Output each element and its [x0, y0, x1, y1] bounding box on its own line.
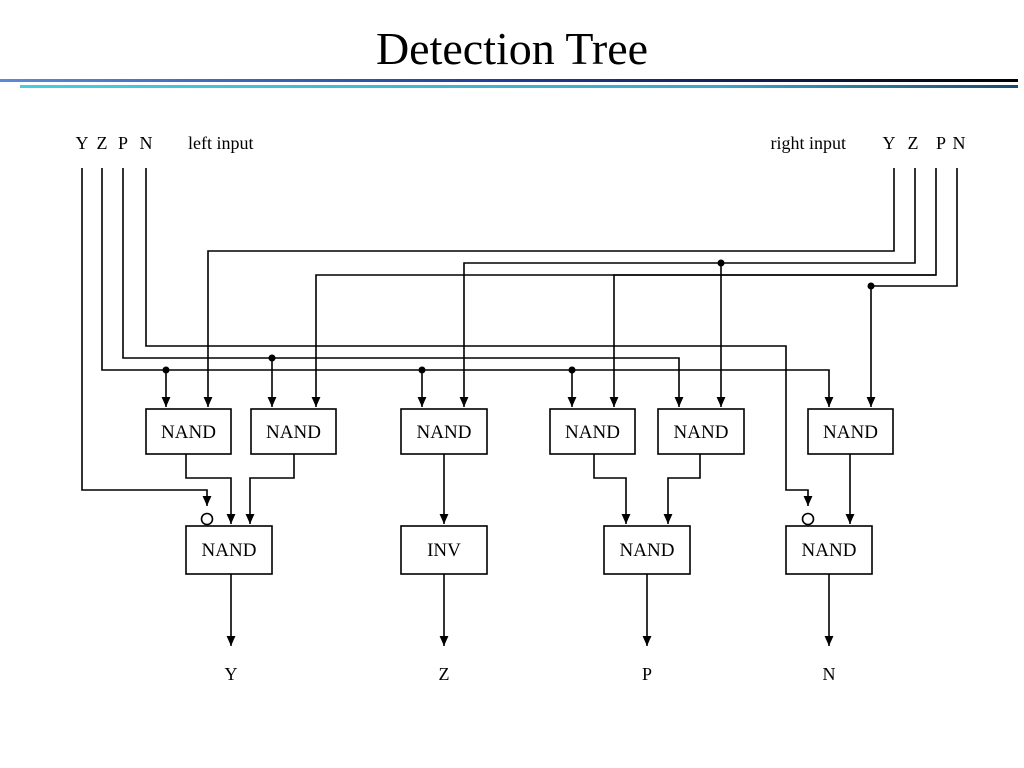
right-n-wire [866, 168, 958, 407]
gate-label: INV [427, 540, 461, 561]
left-input-labels: Y Z P N left input [76, 133, 254, 153]
left-z-wire [101, 168, 834, 407]
left-n-wire [145, 168, 813, 506]
stage1-nand-gate-4: NAND [549, 408, 636, 455]
right-p-wire [609, 168, 937, 407]
right-input-labels: right input Y Z P N [771, 133, 966, 153]
gate-label: NAND [802, 540, 857, 561]
stage1-nand-gate-6: NAND [807, 408, 894, 455]
gate-label: NAND [620, 540, 675, 561]
junction-dot [867, 282, 875, 290]
stage1-to-stage2-wires [185, 454, 855, 524]
stage2-nand-gate-y: NAND [185, 525, 273, 575]
right-input-y-label: Y [883, 133, 896, 153]
right-input-wires [203, 168, 958, 407]
junction-dot [268, 354, 276, 362]
stage1-nand-gate-5: NAND [657, 408, 745, 455]
gate-label: NAND [565, 422, 620, 443]
title-rule-light [20, 85, 1018, 88]
junction-dot [717, 259, 725, 267]
right-input-n-label: N [953, 133, 966, 153]
right-y-wire [203, 168, 895, 407]
left-input-z-label: Z [97, 133, 108, 153]
right-input-z-label: Z [908, 133, 919, 153]
output-wires [226, 574, 834, 646]
left-input-p-label: P [118, 133, 128, 153]
nand4-to-out-p [593, 454, 631, 524]
inversion-bubble [801, 512, 815, 526]
junction-dot [568, 366, 576, 374]
left-input-y-label: Y [76, 133, 89, 153]
page-title: Detection Tree [375, 23, 649, 74]
left-input-n-label: N [140, 133, 153, 153]
output-p-label: P [642, 664, 652, 684]
stage2-gates: NAND INV NAND NAND [185, 525, 873, 575]
gate-label: NAND [266, 422, 321, 443]
gate-label: NAND [202, 540, 257, 561]
stage1-gates: NAND NAND NAND NAND NAND NAND [145, 408, 894, 455]
right-input-p-label: P [936, 133, 946, 153]
junction-dot [418, 366, 426, 374]
gate-label: NAND [674, 422, 729, 443]
junction-dot [162, 366, 170, 374]
nand1-to-out-y [185, 454, 236, 524]
inversion-bubble [200, 512, 214, 526]
output-z-label: Z [439, 664, 450, 684]
left-input-label: left input [188, 133, 254, 153]
right-p-branch-wire [311, 274, 936, 407]
title-rule-dark [0, 79, 1018, 82]
stage1-nand-gate-1: NAND [145, 408, 232, 455]
junction-dots [162, 259, 875, 374]
left-y-wire [81, 168, 212, 506]
stage2-inv-gate-z: INV [400, 525, 488, 575]
stage2-nand-gate-n: NAND [785, 525, 873, 575]
gate-label: NAND [417, 422, 472, 443]
left-input-wires [81, 168, 834, 506]
output-y-label: Y [225, 664, 238, 684]
stage2-nand-gate-p: NAND [603, 525, 691, 575]
nand5-to-out-p [663, 454, 701, 524]
gate-label: NAND [823, 422, 878, 443]
gate-label: NAND [161, 422, 216, 443]
right-z-wire [459, 168, 916, 407]
stage1-nand-gate-3: NAND [400, 408, 488, 455]
output-n-label: N [823, 664, 836, 684]
stage1-nand-gate-2: NAND [250, 408, 337, 455]
output-labels: Y Z P N [225, 664, 836, 684]
title-underline [0, 79, 1018, 88]
branch-wires [161, 263, 726, 407]
right-input-label: right input [771, 133, 847, 153]
nand2-to-out-y [245, 454, 295, 524]
left-p-wire [122, 168, 684, 407]
